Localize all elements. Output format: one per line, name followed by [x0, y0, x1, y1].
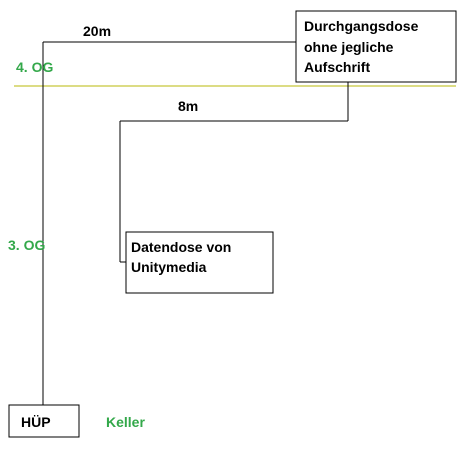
durchgangsdose-line-2: ohne jegliche [304, 39, 394, 55]
floor-label-og3: 3. OG [8, 237, 45, 253]
floor-label-keller: Keller [106, 414, 145, 430]
durchgangsdose-line-3: Aufschrift [304, 59, 370, 75]
huep-label: HÜP [21, 414, 51, 430]
durchgangsdose-line-1: Durchgangsdose [304, 18, 419, 34]
datendose-line-1: Datendose von [131, 239, 231, 255]
mid-run-distance: 8m [178, 98, 198, 114]
top-run-distance: 20m [83, 23, 111, 39]
datendose-line-2: Unitymedia [131, 259, 207, 275]
floor-label-og4: 4. OG [16, 59, 53, 75]
datendose-box [125, 231, 274, 294]
huep-box [8, 404, 80, 438]
durchgangsdose-box [295, 10, 457, 83]
